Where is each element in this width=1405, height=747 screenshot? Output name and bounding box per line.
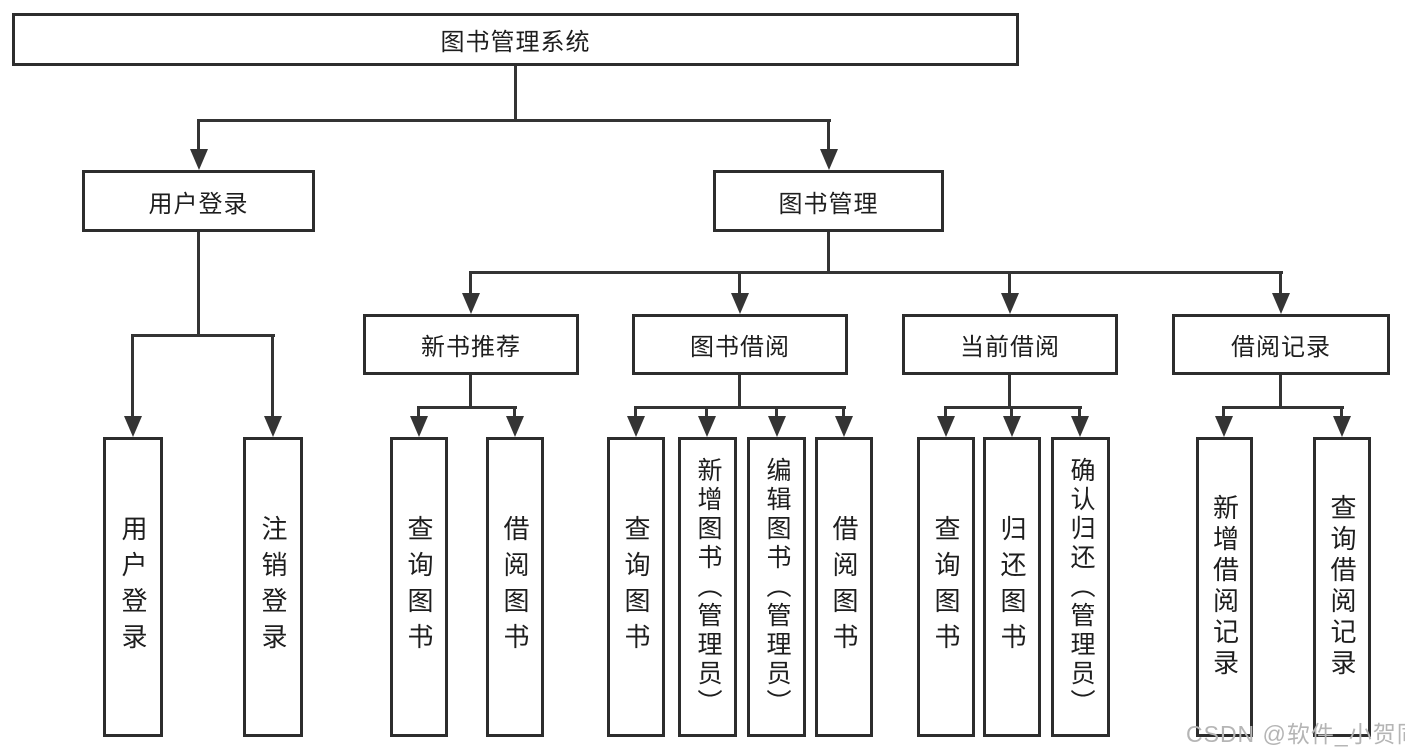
connector-borrow-record-hline <box>1222 406 1344 409</box>
arrowhead-icon <box>410 416 428 437</box>
arrowhead-icon <box>627 416 645 437</box>
arrowhead-icon <box>264 416 282 437</box>
connector-leaf-vline <box>1340 406 1343 419</box>
node-label: 用户登录 <box>148 190 249 218</box>
node-user-login: 用户登录 <box>82 170 315 232</box>
arrowhead-icon <box>731 293 749 314</box>
csdn-watermark: CSDN @软件_小贺同学 <box>1186 721 1405 747</box>
node-label: 新书推荐 <box>421 334 521 361</box>
connector-module-vline <box>738 271 741 296</box>
leaf-return-book: 归还图书 <box>983 437 1041 737</box>
connector-leaf-vline <box>417 406 420 419</box>
leaf-query-book-current: 查询图书 <box>917 437 975 737</box>
leaf-borrow-book: 借阅图书 <box>815 437 873 737</box>
connector-leaf-vline <box>513 406 516 419</box>
connector-leaf-vline <box>1010 406 1013 419</box>
leaf-borrow-book-newbook: 借阅图书 <box>486 437 544 737</box>
arrowhead-icon <box>1071 416 1089 437</box>
connector-root-hline <box>197 119 831 122</box>
leaf-label: 新增借阅记录 <box>1209 494 1240 680</box>
arrowhead-icon <box>190 149 208 170</box>
node-borrow-record: 借阅记录 <box>1172 314 1390 375</box>
leaf-label: 查询借阅记录 <box>1327 494 1357 680</box>
leaf-query-book-newbook: 查询图书 <box>390 437 448 737</box>
node-label: 图书借阅 <box>690 334 790 361</box>
leaf-label: 查询图书 <box>931 515 961 659</box>
connector-book-mgmt-vline <box>827 232 830 273</box>
connector-leaf-vline <box>634 406 637 419</box>
connector-book-mgmt-hline <box>469 271 1283 274</box>
arrowhead-icon <box>124 416 142 437</box>
connector-leaf-vline <box>944 406 947 419</box>
connector-module-vline <box>1008 271 1011 296</box>
leaf-label: 编辑图书（管理员） <box>763 456 791 718</box>
leaf-edit-book-admin: 编辑图书（管理员） <box>747 437 806 737</box>
connector-borrow-record-vline <box>1279 375 1282 408</box>
arrowhead-icon <box>1003 416 1021 437</box>
connector-leaf-vline <box>131 334 134 418</box>
arrowhead-icon <box>698 416 716 437</box>
connector-current-borrow-vline <box>1008 375 1011 408</box>
leaf-label: 归还图书 <box>997 515 1027 659</box>
connector-leaf-vline <box>1078 406 1081 419</box>
arrowhead-icon <box>1215 416 1233 437</box>
connector-leaf-vline <box>775 406 778 419</box>
arrowhead-icon <box>1272 293 1290 314</box>
arrowhead-icon <box>768 416 786 437</box>
connector-book-borrow-hline <box>634 406 846 409</box>
connector-new-book-hline <box>417 406 517 409</box>
connector-to-book-mgmt-vline <box>827 119 830 151</box>
leaf-query-borrow-record: 查询借阅记录 <box>1313 437 1371 737</box>
leaf-label: 确认归还（管理员） <box>1067 456 1095 718</box>
leaf-query-book-borrow: 查询图书 <box>607 437 665 737</box>
leaf-user-login: 用户登录 <box>103 437 163 737</box>
leaf-label: 新增图书（管理员） <box>694 456 722 718</box>
node-library-management-system: 图书管理系统 <box>12 13 1019 66</box>
connector-to-user-login-vline <box>197 119 200 151</box>
connector-module-vline <box>469 271 472 296</box>
leaf-label: 注销登录 <box>258 515 288 659</box>
node-new-book-recommend: 新书推荐 <box>363 314 579 375</box>
node-label: 当前借阅 <box>960 334 1060 361</box>
arrowhead-icon <box>937 416 955 437</box>
connector-leaf-vline <box>271 334 274 418</box>
leaf-confirm-return-admin: 确认归还（管理员） <box>1051 437 1110 737</box>
leaf-add-book-admin: 新增图书（管理员） <box>678 437 737 737</box>
connector-current-borrow-hline <box>944 406 1082 409</box>
arrowhead-icon <box>1001 293 1019 314</box>
leaf-label: 查询图书 <box>404 515 434 659</box>
node-book-management: 图书管理 <box>713 170 944 232</box>
node-label: 借阅记录 <box>1231 334 1331 361</box>
arrowhead-icon <box>820 149 838 170</box>
connector-book-borrow-vline <box>738 375 741 408</box>
arrowhead-icon <box>835 416 853 437</box>
connector-leaf-vline <box>842 406 845 419</box>
leaf-label: 借阅图书 <box>500 515 530 659</box>
connector-root-vline <box>514 66 517 122</box>
leaf-logout: 注销登录 <box>243 437 303 737</box>
connector-user-login-hline <box>131 334 275 337</box>
leaf-add-borrow-record: 新增借阅记录 <box>1196 437 1253 737</box>
connector-module-vline <box>1279 271 1282 296</box>
leaf-label: 查询图书 <box>621 515 651 659</box>
arrowhead-icon <box>1333 416 1351 437</box>
connector-leaf-vline <box>705 406 708 419</box>
node-current-borrow: 当前借阅 <box>902 314 1118 375</box>
leaf-label: 借阅图书 <box>829 515 859 659</box>
arrowhead-icon <box>462 293 480 314</box>
arrowhead-icon <box>506 416 524 437</box>
leaf-label: 用户登录 <box>118 515 148 659</box>
node-book-borrow: 图书借阅 <box>632 314 848 375</box>
connector-new-book-vline <box>469 375 472 408</box>
connector-user-login-vline <box>197 232 200 336</box>
connector-leaf-vline <box>1222 406 1225 419</box>
node-label: 图书管理 <box>778 190 879 218</box>
node-label: 图书管理系统 <box>440 29 591 56</box>
